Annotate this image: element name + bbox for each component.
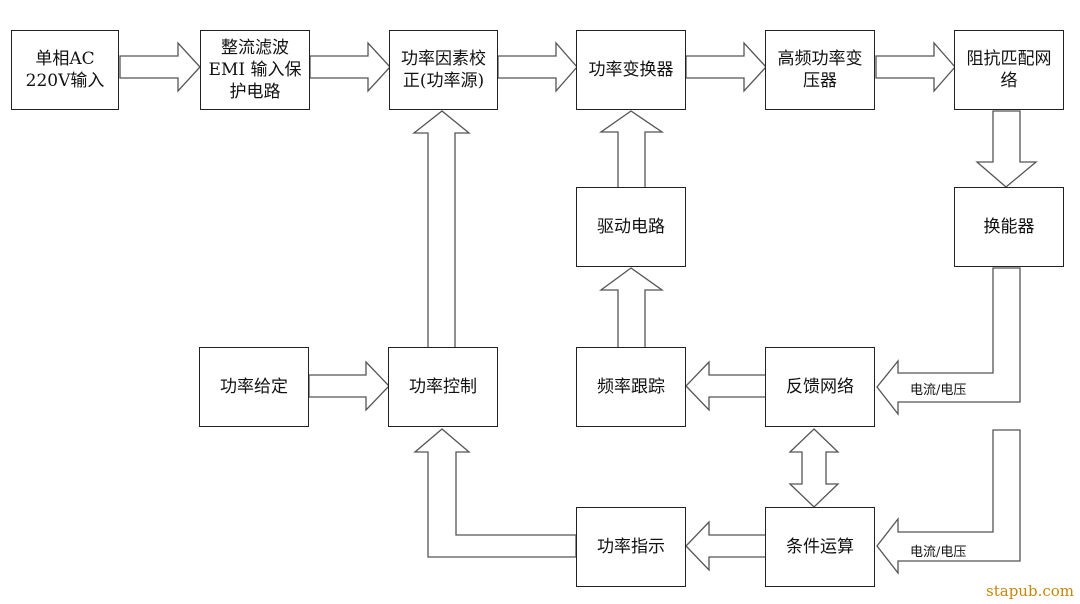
watermark: stapub.com: [986, 582, 1074, 600]
arrow-setpoint-to-control: [308, 360, 390, 412]
arrow-converter-to-transformer: [685, 41, 767, 93]
power-control-block: 功率控制: [388, 347, 498, 427]
feedback-signal-label: 电流/电压: [910, 383, 967, 398]
hf-transformer-block: 高频功率变 压器: [765, 30, 875, 110]
arrow-transformer-to-matching: [875, 41, 956, 93]
impedance-match-block: 阻抗匹配网 络: [954, 30, 1064, 110]
arrow-indicator-to-control: [413, 428, 577, 558]
condition-signal-label: 电流/电压: [910, 545, 967, 560]
arrow-condition-to-indicator: [685, 520, 767, 572]
feedback-network-block: 反馈网络: [765, 347, 875, 427]
ac-input-block: 单相AC 220V输入: [11, 30, 119, 110]
arrow-transducer-to-feedback: [876, 267, 1021, 416]
power-setpoint-block: 功率给定: [199, 347, 309, 427]
arrow-feedback-to-tracking: [685, 360, 767, 412]
drive-circuit-block: 驱动电路: [576, 187, 686, 267]
arrow-pfc-to-converter: [497, 41, 578, 93]
arrow-emi-to-pfc: [309, 41, 391, 93]
arrow-tracking-to-drive: [599, 267, 665, 349]
arrow-feedback-condition-bidirectional: [788, 428, 840, 508]
transducer-block: 换能器: [954, 187, 1064, 267]
power-converter-block: 功率变换器: [576, 30, 686, 110]
arrow-transducer-to-condition: [876, 429, 1021, 575]
power-indicator-block: 功率指示: [576, 507, 686, 587]
arrow-drive-to-converter: [598, 110, 665, 189]
pfc-block: 功率因素校 正(功率源): [389, 30, 498, 110]
arrow-control-to-pfc: [412, 110, 471, 349]
arrow-input-to-emi: [119, 41, 201, 93]
freq-tracking-block: 频率跟踪: [576, 347, 686, 427]
condition-calc-block: 条件运算: [765, 507, 875, 587]
arrow-matching-to-transducer: [975, 110, 1038, 188]
emi-filter-block: 整流滤波 EMI 输入保 护电路: [200, 30, 310, 110]
